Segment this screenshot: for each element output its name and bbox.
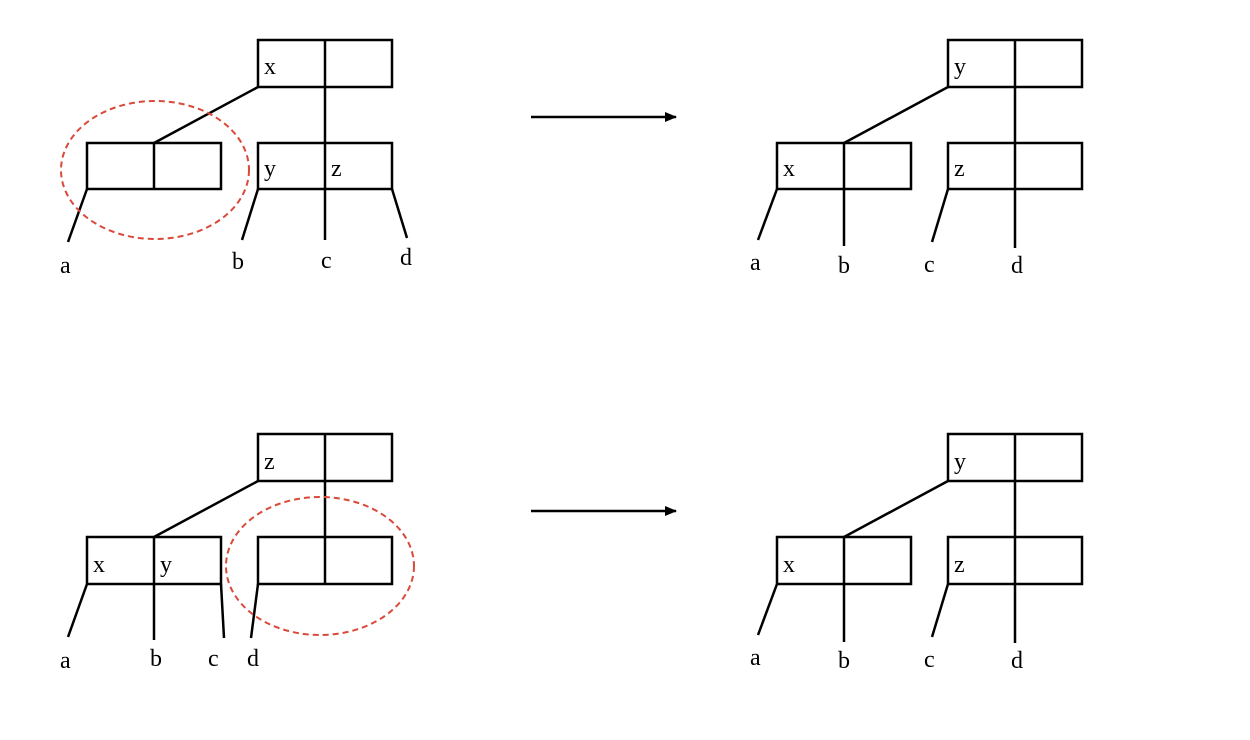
subtree-label-c: c [321, 248, 332, 274]
left-child-node: x [775, 141, 913, 191]
subtree-label-a: a [60, 253, 71, 279]
edge-to-subtree-d [249, 583, 260, 639]
edge-to-subtree-a [66, 583, 89, 638]
root-node: z [256, 432, 394, 483]
edge-root-to-left [843, 479, 949, 539]
subtree-label-a: a [750, 250, 761, 276]
left-child-key-1: x [93, 552, 105, 578]
right-child-node: y z [256, 141, 394, 191]
left-child-key-2: y [160, 552, 172, 578]
subtree-label-c: c [924, 647, 935, 673]
edge-to-subtree-c [930, 583, 950, 638]
subtree-label-c: c [208, 646, 219, 672]
root-key-1: x [264, 54, 276, 80]
right-child-key-1: z [954, 156, 965, 182]
edge-to-subtree-b [240, 188, 260, 241]
right-child-node: z [946, 535, 1084, 586]
highlight-ellipse [60, 100, 250, 240]
root-key-1: y [954, 449, 966, 475]
root-node: y [946, 432, 1084, 483]
root-key-1: z [264, 449, 275, 475]
after-tree-2: y x z a b c d [750, 432, 1084, 674]
edge-root-to-left [843, 85, 949, 145]
subtree-label-d: d [247, 646, 259, 672]
edge-root-to-left [153, 85, 259, 145]
subtree-label-b: b [232, 249, 244, 275]
root-node: x [256, 38, 394, 89]
edge-root-to-left [153, 479, 259, 539]
subtree-label-b: b [838, 648, 850, 674]
edge-to-subtree-c [930, 188, 950, 243]
root-key-1: y [954, 54, 966, 80]
subtree-label-b: b [150, 646, 162, 672]
left-child-node: x [775, 535, 913, 586]
subtree-label-a: a [60, 648, 71, 674]
subtree-label-d: d [400, 245, 412, 271]
left-child-key-1: x [783, 156, 795, 182]
left-child-key-1: x [783, 552, 795, 578]
subtree-label-d: d [1011, 253, 1023, 279]
before-tree-1: x y z a b c d [60, 38, 412, 279]
right-child-node [256, 535, 394, 586]
left-child-node: x y [85, 535, 223, 586]
subtree-label-d: d [1011, 648, 1023, 674]
edge-to-subtree-d [390, 188, 409, 239]
edge-to-subtree-c [219, 583, 226, 639]
after-tree-1: y x z a b c d [750, 38, 1084, 279]
root-node: y [946, 38, 1084, 89]
subtree-label-a: a [750, 645, 761, 671]
edge-to-subtree-a [756, 188, 779, 241]
right-child-key-2: z [331, 156, 342, 182]
subtree-label-b: b [838, 253, 850, 279]
subtree-label-c: c [924, 252, 935, 278]
edge-to-subtree-a [756, 583, 779, 636]
edge-to-subtree-a [66, 188, 89, 243]
before-tree-2: z x y a b c d [60, 432, 415, 674]
right-child-key-1: z [954, 552, 965, 578]
right-child-node: z [946, 141, 1084, 191]
highlight-ellipse [225, 496, 415, 636]
right-child-key-1: y [264, 156, 276, 182]
left-child-node [85, 141, 223, 191]
